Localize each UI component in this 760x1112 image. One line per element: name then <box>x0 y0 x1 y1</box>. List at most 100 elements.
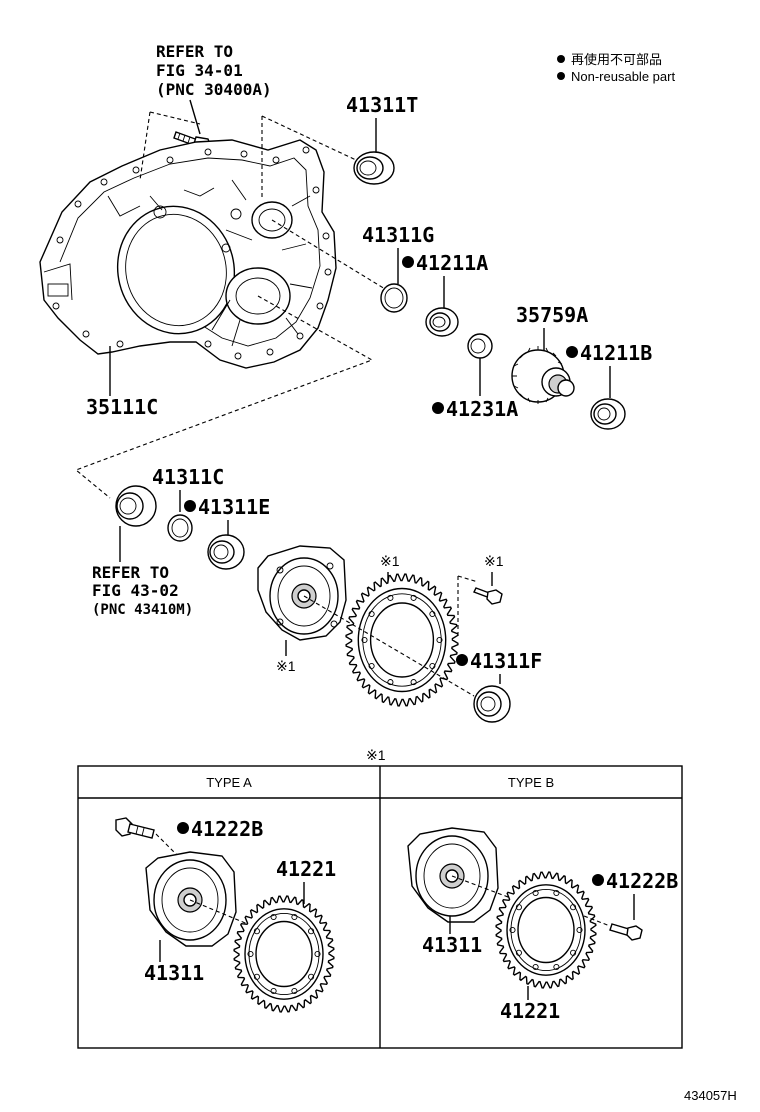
legend-jp: 再使用不可部品 <box>571 52 662 67</box>
gear-bolt-hole <box>253 928 260 935</box>
type-a-ring-gear <box>233 895 335 1013</box>
label-41311T: 41311T <box>346 93 418 117</box>
non-reusable-dot-icon <box>592 874 604 886</box>
legend-en: Non-reusable part <box>571 69 675 84</box>
label-41211B: 41211B <box>580 341 652 365</box>
gear-bolt-hole <box>387 679 394 686</box>
type-a-header: TYPE A <box>206 775 252 790</box>
refer-top-line1: REFER TO <box>156 42 233 61</box>
gear-bolt-hole <box>532 889 539 897</box>
type-b-header: TYPE B <box>508 775 554 790</box>
non-reusable-dot-icon <box>566 346 578 358</box>
type-b-ring-gear <box>495 871 597 989</box>
gear-bolt-hole <box>553 889 560 897</box>
gear-bolt-hole <box>436 636 443 644</box>
gear-bolt-hole <box>576 926 583 934</box>
gear-ring <box>510 888 582 972</box>
gear-bolt-hole <box>410 679 417 686</box>
refer-fig-34-01: REFER TO FIG 34-01 (PNC 30400A) <box>156 42 272 135</box>
gear-bolt-hole <box>553 963 560 971</box>
gear-bolt-hole <box>509 926 516 934</box>
type-b-bolt <box>609 923 643 941</box>
gear-ring <box>255 920 313 988</box>
gear-bolt-hole <box>570 904 577 911</box>
gear-bolt-hole <box>314 950 321 958</box>
ref-mark-table: ※1 <box>366 747 386 763</box>
type-a-bolt <box>115 817 155 839</box>
gear-bolt-hole <box>368 610 375 618</box>
type-b-case-label: 41311 <box>422 933 482 957</box>
non-reusable-dot-icon <box>557 72 565 80</box>
label-41311F: 41311F <box>470 649 542 673</box>
gear-35759A <box>511 346 575 404</box>
oil-seal-left <box>115 485 157 527</box>
gear-bolt-hole <box>361 636 368 644</box>
gear-bolt-hole <box>410 594 417 601</box>
type-a-gear-label: 41221 <box>276 857 336 881</box>
type-a-case-label: 41311 <box>144 961 204 985</box>
label-41311E: 41311E <box>198 495 270 519</box>
gear-ring <box>517 896 575 964</box>
bearing-41231A <box>467 333 493 359</box>
refer-mid-line1: REFER TO <box>92 563 169 582</box>
non-reusable-dot-icon <box>184 500 196 512</box>
label-41311G: 41311G <box>362 223 434 247</box>
ring-gear-upper <box>345 573 459 707</box>
label-35111C: 35111C <box>86 395 158 419</box>
refer-mid-line3: (PNC 43410M) <box>92 602 193 618</box>
gear-bolt-hole <box>308 928 315 935</box>
gear-bolt-hole <box>253 973 260 980</box>
bearing-41211B <box>590 398 626 430</box>
non-reusable-dot-icon <box>557 55 565 63</box>
ref-mark-bolt: ※1 <box>484 553 504 569</box>
type-a-bolt-label: 41222B <box>191 817 263 841</box>
gear-bolt-hole <box>291 987 298 995</box>
type-a-case <box>145 851 237 947</box>
gear-bolt-hole <box>247 950 254 958</box>
gear-bolt-hole <box>270 987 277 995</box>
gear-bolt-hole <box>387 594 394 601</box>
type-b-bolt-label: 41222B <box>606 869 678 893</box>
type-table: TYPE A TYPE B <box>77 765 683 1049</box>
gear-bolt-hole <box>270 913 277 921</box>
type-b-case <box>407 827 499 923</box>
gear-bolt-hole <box>308 973 315 980</box>
non-reusable-dot-icon <box>432 402 444 414</box>
gear-bolt-hole <box>429 662 436 670</box>
label-41211A: 41211A <box>416 251 488 275</box>
label-35759A: 35759A <box>516 303 588 327</box>
refer-mid-line2: FIG 43-02 <box>92 581 179 600</box>
gear-ring <box>369 602 435 678</box>
non-reusable-dot-icon <box>177 822 189 834</box>
ref-mark-case: ※1 <box>276 658 296 674</box>
gear-ring <box>248 912 320 996</box>
gear-bolt-hole <box>532 963 539 971</box>
gear-bolt-hole <box>515 949 522 956</box>
shim-41311C <box>167 514 193 542</box>
label-41231A: 41231A <box>446 397 518 421</box>
non-reusable-dot-icon <box>456 654 468 666</box>
label-41311C: 41311C <box>152 465 224 489</box>
gear-bolt-hole <box>368 662 375 670</box>
gear-bolt-hole <box>570 949 577 956</box>
type-b-gear-label: 41221 <box>500 999 560 1023</box>
gear-bolt-hole <box>515 904 522 911</box>
bearing-41311F <box>473 685 511 723</box>
gear-ring <box>362 593 442 687</box>
refer-top-line2: FIG 34-01 <box>156 61 243 80</box>
refer-top-line3: (PNC 30400A) <box>156 80 272 99</box>
figure-id: 434057H <box>684 1088 737 1103</box>
transaxle-housing <box>39 139 337 369</box>
legend: 再使用不可部品 Non-reusable part <box>557 52 675 84</box>
bearing-41311E <box>207 534 245 570</box>
ref-mark-gear: ※1 <box>380 553 400 569</box>
bearing-41211A <box>425 307 459 337</box>
non-reusable-dot-icon <box>402 256 414 268</box>
gear-bolt-hole <box>291 913 298 921</box>
differential-case-upper <box>257 545 347 641</box>
ring-gear-bolt <box>473 587 503 605</box>
shim-41311G <box>380 283 408 313</box>
gear-bolt-hole <box>429 610 436 618</box>
bearing-41311T <box>353 151 395 185</box>
